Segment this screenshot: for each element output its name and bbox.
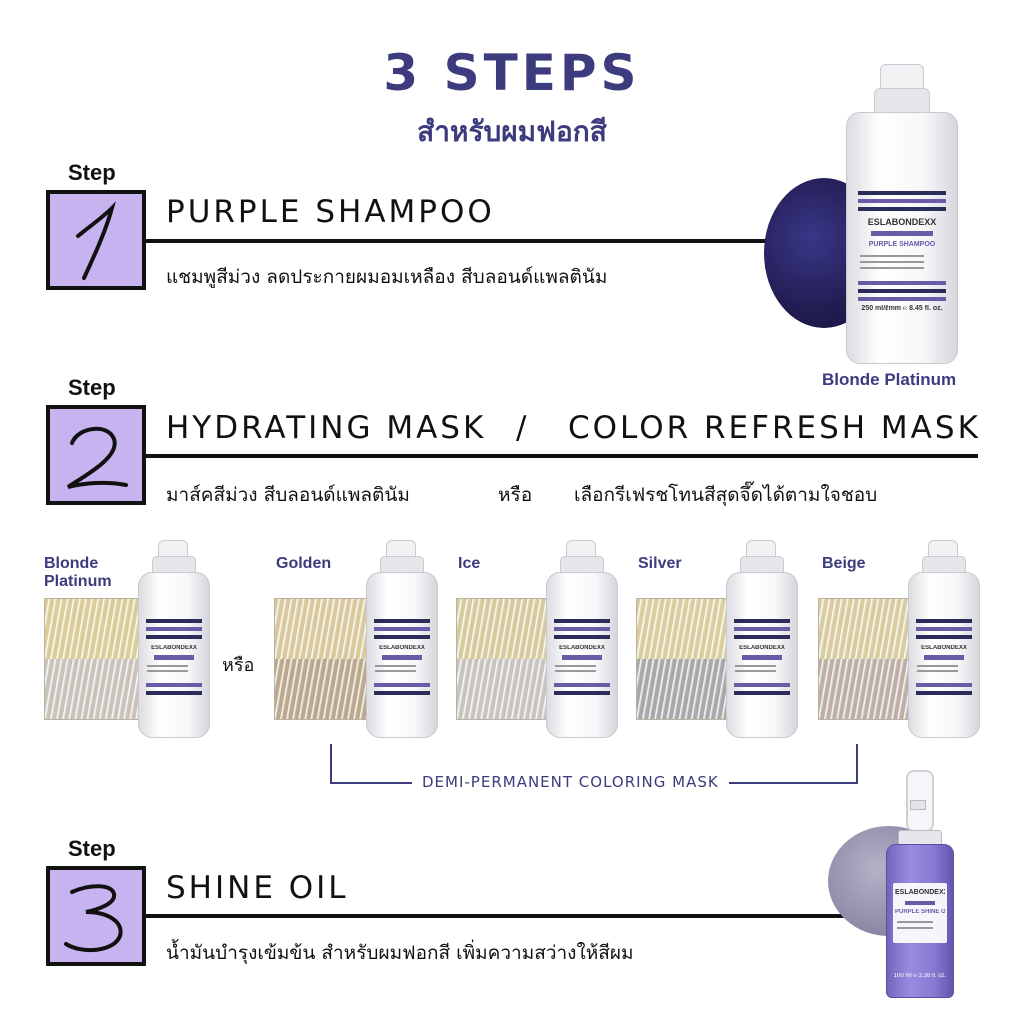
mask-bottle-golden: ESLABONDEXX: [366, 540, 438, 738]
mask-bottle-silver: ESLABONDEXX: [726, 540, 798, 738]
shade-label-blonde-platinum: Blonde Platinum: [44, 555, 112, 590]
shade-label-golden: Golden: [276, 555, 332, 572]
step-3-description: น้ำมันบำรุงเข้มข้น สำหรับผมฟอกสี เพิ่มคว…: [166, 942, 634, 964]
step-3-word: Step: [68, 836, 116, 861]
step-2-box: [46, 405, 146, 505]
step-3-heading: SHINE OIL: [166, 870, 349, 906]
shampoo-caption: Blonde Platinum: [822, 370, 957, 389]
shade-label-ice: Ice: [458, 555, 481, 572]
shade-label-beige: Beige: [822, 555, 866, 572]
step-1-heading: PURPLE SHAMPOO: [166, 194, 495, 230]
mask-bottle-beige: ESLABONDEXX: [908, 540, 980, 738]
step-2-divider: [146, 454, 978, 458]
page-subtitle: สำหรับผมฟอกสี: [417, 115, 607, 148]
purple-shampoo-bottle: ESLABONDEXX PURPLE SHAMPOO 250 ml/ℓmm ℮ …: [846, 64, 958, 364]
step-2-description-left: มาส์คสีม่วง สีบลอนด์แพลตินัม: [166, 484, 410, 506]
step-2-description-right: เลือกรีเฟรชโทนสีสุดจึ๊ดได้ตามใจชอบ: [574, 484, 878, 506]
mask-bottle-ice: ESLABONDEXX: [546, 540, 618, 738]
step-2-number-icon: [66, 426, 128, 489]
demi-permanent-label: DEMI-PERMANENT COLORING MASK: [412, 773, 729, 791]
step-3-number-icon: [64, 884, 123, 953]
or-label: หรือ: [222, 655, 255, 676]
shine-oil-bottle: ESLABONDEXX PURPLE SHINE OIL 100 ml ℮ 3.…: [880, 770, 960, 998]
step-2-heading-left: HYDRATING MASK: [166, 410, 487, 446]
step-1-box: [46, 190, 146, 290]
step-1-word: Step: [68, 160, 116, 185]
step-1-description: แชมพูสีม่วง ลดประกายผมอมเหลือง สีบลอนด์แ…: [166, 266, 608, 288]
step-2-heading-right: COLOR REFRESH MASK: [568, 410, 981, 446]
mask-bottle-blonde-platinum: ESLABONDEXX: [138, 540, 210, 738]
swatch-blonde-platinum: [44, 598, 154, 720]
step-2-word: Step: [68, 375, 116, 400]
shade-label-silver: Silver: [638, 555, 682, 572]
step-3-box: [46, 866, 146, 966]
page-title: 3 STEPS: [383, 44, 641, 102]
step-2-description-or: หรือ: [498, 484, 533, 506]
step-3-divider: [146, 914, 898, 918]
swatch-golden: [274, 598, 384, 720]
step-2-heading-separator: /: [516, 410, 530, 446]
step-1-number-icon: [76, 201, 116, 280]
step-1-divider: [146, 239, 786, 243]
